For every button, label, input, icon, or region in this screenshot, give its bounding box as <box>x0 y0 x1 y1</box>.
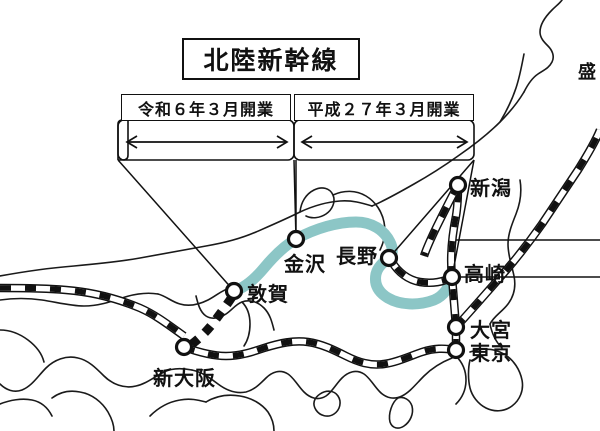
bracket-heisei-frame <box>293 119 475 161</box>
coast-west-tip <box>0 398 53 417</box>
coast-biwa-west <box>195 295 275 331</box>
period-label-reiwa6: 令和６年３月開業 <box>121 94 291 121</box>
rail-niigata-north <box>419 182 462 258</box>
coast-west-inlet <box>0 329 45 363</box>
rail-tohoku <box>452 128 600 330</box>
coast-tohoku-ridge <box>499 53 525 123</box>
coastline-group <box>0 0 563 431</box>
edge-label-morioka: 盛 <box>578 62 596 83</box>
station-marker <box>448 175 468 195</box>
coast-biwa-east <box>241 301 251 347</box>
coast-tokyo-bay <box>455 355 467 405</box>
coast-shikoku-north <box>205 394 275 431</box>
coast-chugoku-north <box>0 292 159 307</box>
rail-tokyo-omiya-takasaki <box>447 276 461 350</box>
station-label: 新潟 <box>470 176 512 200</box>
leader-to-takasaki <box>451 159 475 278</box>
station-label: 長野 <box>336 244 378 268</box>
station-label: 新大阪 <box>153 366 216 390</box>
bracket-reiwa-frame <box>117 119 295 161</box>
coast-niigata-north <box>371 91 525 207</box>
leader-to-tsuruga <box>117 159 235 292</box>
station-label: 敦賀 <box>247 282 289 306</box>
period-label-heisei27: 平成２７年３月開業 <box>294 94 474 121</box>
station-label: 金沢 <box>284 252 326 276</box>
station-label: 大宮 <box>470 318 512 342</box>
rail-tokaido <box>182 337 457 369</box>
coast-tohoku-east <box>523 0 563 93</box>
coast-wakasa-bay <box>157 287 231 307</box>
station-label: 高崎 <box>464 262 506 286</box>
coast-boso-peninsula <box>467 348 524 412</box>
coast-west-south <box>51 390 115 431</box>
station-marker <box>379 248 399 268</box>
arrow-reiwa <box>125 135 289 149</box>
coast-shikoku-west <box>149 398 207 417</box>
station-label: 東京 <box>470 341 512 365</box>
coast-inland-river-tail <box>489 323 503 349</box>
station-marker <box>174 337 194 357</box>
coast-island-b <box>388 396 414 429</box>
map-title: 北陸新幹線 <box>182 38 360 80</box>
station-marker-group <box>174 175 468 360</box>
arrow-heisei <box>300 135 469 149</box>
station-marker <box>224 281 244 301</box>
station-marker <box>446 340 466 360</box>
rail-sanyo <box>0 283 187 340</box>
rail-hokuriku <box>388 259 455 288</box>
coast-tokai-pacific <box>191 357 453 400</box>
station-marker <box>286 229 306 249</box>
station-marker <box>442 267 462 287</box>
coast-kinki-south <box>0 356 193 392</box>
coast-island-a <box>313 390 341 417</box>
station-marker <box>446 317 466 337</box>
